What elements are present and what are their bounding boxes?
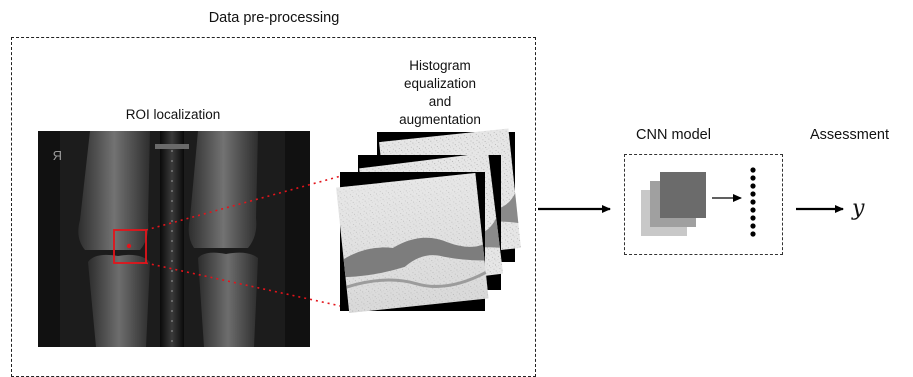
histogram-title-line: and: [428, 94, 452, 109]
roi-projection-line-bottom: [145, 262, 346, 308]
output-variable: y: [852, 196, 865, 221]
cnn-model-container: [624, 154, 783, 255]
roi-center-dot: [126, 243, 132, 249]
histogram-title-line: Histogram: [409, 58, 471, 73]
cnn-output-neurons: [750, 167, 756, 237]
xray-side-marker: R: [53, 148, 62, 163]
assessment-title: Assessment: [810, 127, 889, 143]
histogram-augmentation-title: Histogram equalization and augmentation: [370, 57, 510, 129]
cnn-layer-front: [660, 172, 706, 218]
roi-localization-title: ROI localization: [125, 107, 221, 122]
histogram-title-line: augmentation: [399, 112, 481, 127]
xray-image: [38, 131, 310, 347]
preprocessing-title: Data pre-processing: [208, 10, 340, 26]
augmented-image-front: [336, 172, 489, 313]
histogram-title-line: equalization: [403, 76, 477, 91]
roi-projection-line-top: [145, 175, 342, 231]
roi-box: [113, 229, 147, 264]
diagram-graphics: R: [38, 128, 844, 347]
cnn-model-title: CNN model: [636, 127, 711, 143]
